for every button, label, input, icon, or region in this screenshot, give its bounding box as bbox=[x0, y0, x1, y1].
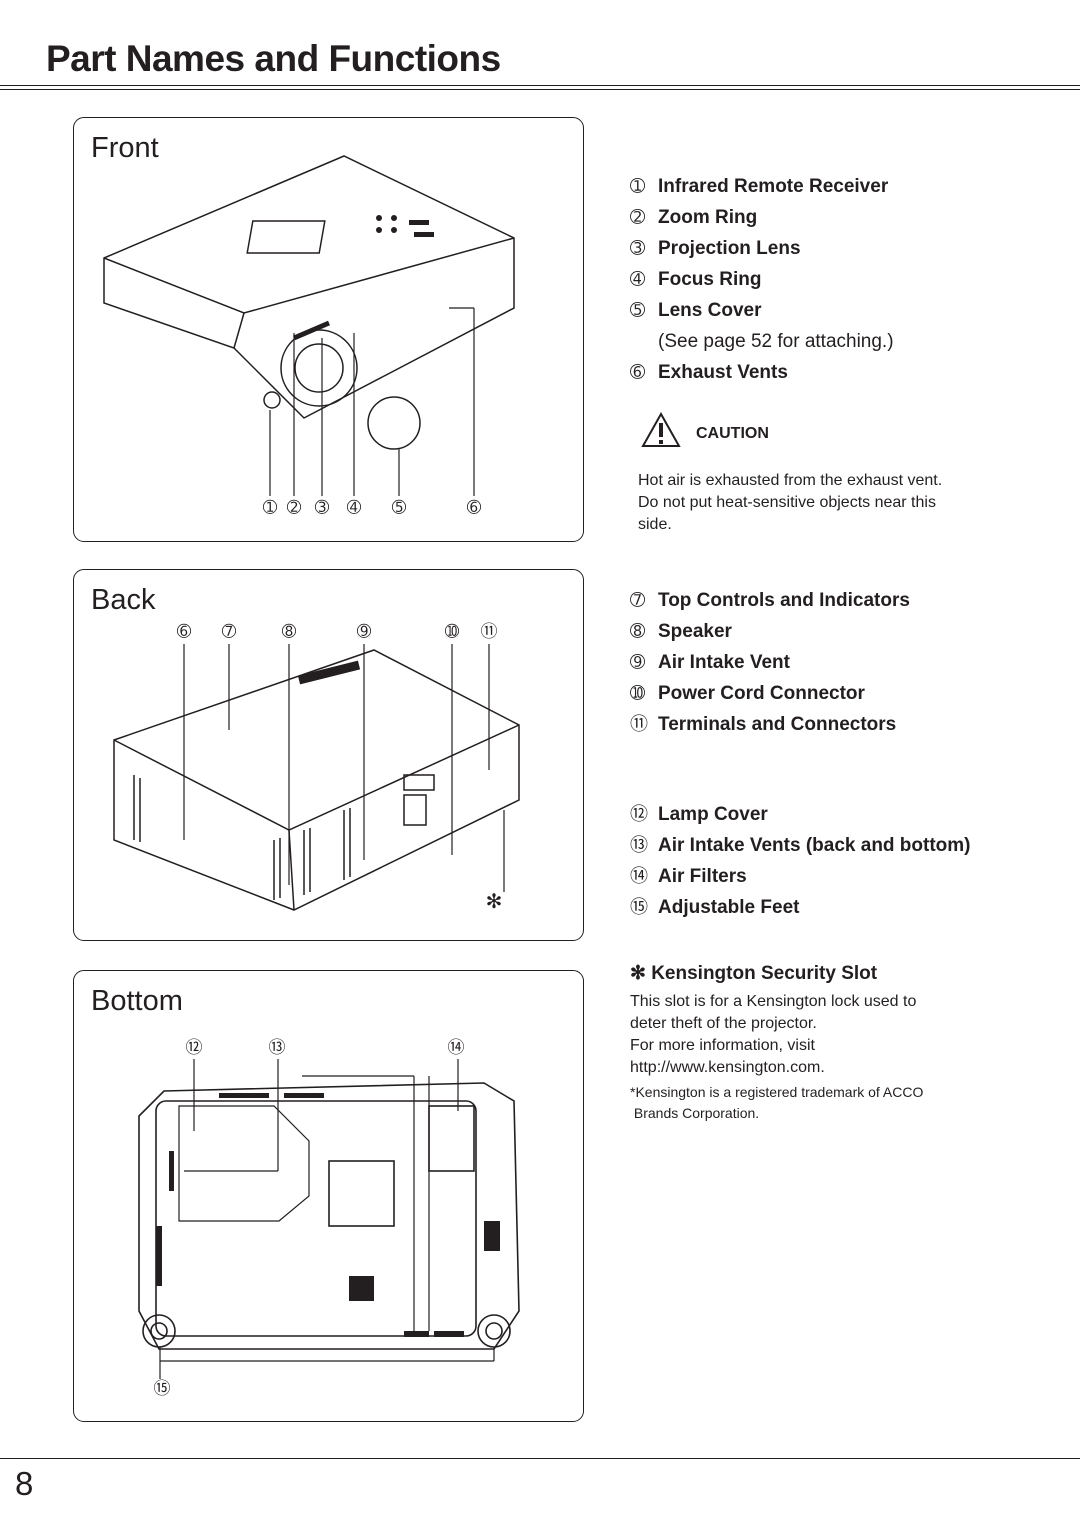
back-panel: Back ➅ ➆ ➇ ➈ ➉ ⑪ ✻ bbox=[73, 569, 584, 941]
bottom-panel-title: Bottom bbox=[91, 985, 183, 1017]
back-callout-9: ➈ bbox=[356, 622, 372, 641]
front-callout-2: ➁ bbox=[286, 498, 302, 517]
front-callout-5: ➄ bbox=[391, 498, 407, 517]
bottom-callout-14: ⑭ bbox=[447, 1038, 465, 1057]
bottom-callout-15: ⑮ bbox=[153, 1379, 171, 1398]
bottom-panel: Bottom ⑫ ⑬ ⑭ ⑮ bbox=[73, 970, 584, 1422]
kensington-footnote: *Kensington is a registered trademark of… bbox=[630, 1084, 924, 1121]
front-callout-4: ➃ bbox=[346, 498, 362, 517]
page-number: 8 bbox=[15, 1465, 34, 1502]
front-callout-6: ➅ bbox=[466, 498, 482, 517]
back-panel-title: Back bbox=[91, 584, 156, 616]
back-callout-10: ➉ bbox=[444, 622, 460, 641]
title-rule-top bbox=[0, 85, 1080, 86]
caution-triangle-icon bbox=[641, 412, 681, 447]
back-kensington-marker: ✻ bbox=[485, 891, 503, 913]
front-callout-3: ➂ bbox=[314, 498, 330, 517]
bottom-projector-illustration bbox=[138, 1059, 520, 1379]
bottom-callout-12: ⑫ bbox=[185, 1038, 203, 1057]
page-title: Part Names and Functions bbox=[46, 38, 501, 79]
kensington-asterisk-icon: ✻ bbox=[630, 963, 646, 984]
front-panel-title: Front bbox=[91, 132, 159, 164]
front-callout-1: ➀ bbox=[262, 498, 278, 517]
back-callout-8: ➇ bbox=[281, 622, 297, 641]
caution-text: Hot air is exhausted from the exhaust ve… bbox=[638, 472, 943, 533]
bottom-callout-13: ⑬ bbox=[268, 1038, 286, 1057]
back-callout-6: ➅ bbox=[176, 622, 192, 641]
footer-rule bbox=[0, 1458, 1080, 1459]
front-projector-illustration bbox=[103, 155, 515, 496]
back-callout-7: ➆ bbox=[221, 622, 237, 641]
front-panel: Front ➀ ➁ ➂ ➃ ➄ ➅ bbox=[73, 117, 584, 542]
caution-label: CAUTION bbox=[696, 425, 769, 442]
back-callout-11: ⑪ bbox=[480, 622, 498, 641]
title-rule-bottom bbox=[0, 89, 1080, 90]
kensington-heading: ✻ Kensington Security Slot bbox=[630, 963, 878, 984]
back-projector-illustration bbox=[113, 644, 520, 911]
lens-cover-note: (See page 52 for attaching.) bbox=[658, 331, 894, 352]
kensington-text: This slot is for a Kensington lock used … bbox=[630, 993, 917, 1076]
